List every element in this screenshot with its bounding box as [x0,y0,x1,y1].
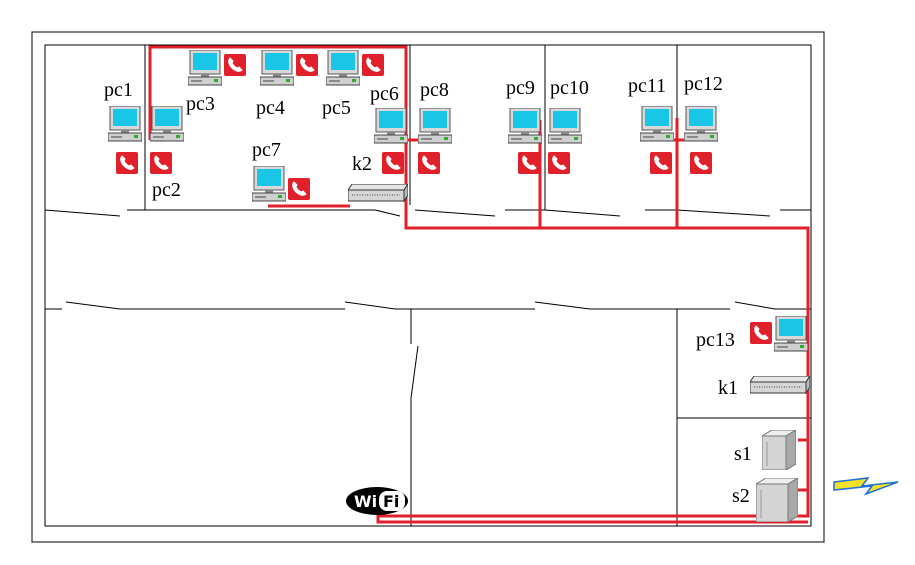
pc6-computer-icon [373,107,409,144]
pc5-label: pc5 [322,97,351,119]
pc4-label: pc4 [256,97,285,119]
pc5-computer-icon [325,49,361,86]
s2-label: s2 [732,485,750,507]
pc6-ip-phone-icon [382,152,404,174]
pc7-computer-icon [251,165,287,202]
pc8-ip-phone-icon [418,152,440,174]
k1-switch-icon [749,374,811,395]
pc12-ip-phone-icon [690,152,712,174]
pc3-ip-phone-icon [224,54,246,76]
pc2-computer-icon [149,105,185,142]
pc6-label: pc6 [370,83,399,105]
s1-label: s1 [734,443,752,465]
k1-label: k1 [718,377,738,399]
pc2-label: pc2 [152,179,181,201]
pc7-label: pc7 [252,139,281,161]
pc13-ip-phone-icon [750,322,772,344]
k2-label: k2 [352,153,372,175]
pc1-label: pc1 [104,79,133,101]
building-outline [44,44,812,527]
wifi-wi-text: Wi [354,492,378,511]
pc3-computer-icon [187,49,223,86]
pc11-computer-icon [639,105,675,142]
pc1-computer-icon [107,105,143,142]
pc2-ip-phone-icon [150,152,172,174]
wifi-logo-icon: Wi Fi [345,486,409,516]
pc5-ip-phone-icon [362,54,384,76]
s1-server-icon [760,429,798,471]
pc13-label: pc13 [696,329,735,351]
pc9-computer-icon [507,107,543,144]
network-cables [148,45,810,524]
k2-switch-icon [347,182,409,203]
pc1-ip-phone-icon [116,152,138,174]
pc10-ip-phone-icon [548,152,570,174]
pc9-label: pc9 [506,77,535,99]
pc4-computer-icon [259,49,295,86]
pc4-ip-phone-icon [296,54,318,76]
pc7-ip-phone-icon [288,178,310,200]
outer-frame [31,31,825,543]
pc11-label: pc11 [628,75,667,97]
pc13-computer-icon [773,315,809,352]
s2-server-icon [754,477,800,523]
wifi-fi-text: Fi [383,492,400,511]
pc12-computer-icon [683,105,719,142]
pc3-label: pc3 [186,93,215,115]
pc8-label: pc8 [420,79,449,101]
pc11-ip-phone-icon [650,152,672,174]
lightning-icon [833,477,899,496]
pc8-computer-icon [417,107,453,144]
pc12-label: pc12 [684,73,723,95]
pc9-ip-phone-icon [518,152,540,174]
walls [44,45,811,526]
pc10-computer-icon [547,107,583,144]
pc10-label: pc10 [550,77,589,99]
